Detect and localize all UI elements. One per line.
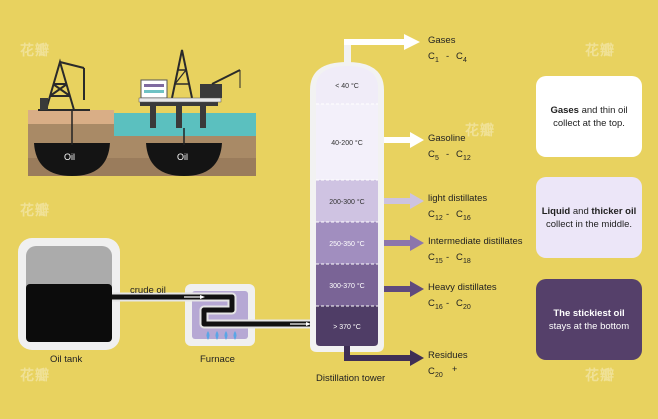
tower-sections: < 40 °C 40-200 °C 200-300 °C 250-350 °C 300-… — [316, 66, 378, 346]
tower-section — [316, 104, 378, 180]
oil-label-left: Oil — [64, 152, 75, 162]
info-middle-bold2: thicker oil — [591, 205, 637, 217]
product-name: Gases — [428, 35, 456, 46]
carbon-symbol: C — [428, 366, 435, 377]
offshore-rig-icon — [138, 49, 241, 128]
product-arrow — [344, 346, 424, 366]
flame-icon — [206, 331, 237, 340]
formula-dash: - — [446, 298, 449, 309]
watermark: 花瓣 — [585, 43, 615, 59]
tower-dividers — [316, 103, 378, 307]
product-name: Residues — [428, 350, 468, 361]
watermark: 花瓣 — [20, 368, 50, 384]
carbon-subscript-min: 16 — [435, 304, 443, 311]
product-name: light distillates — [428, 193, 487, 204]
tower-section-temperature: 40-200 °C — [331, 139, 363, 147]
carbon-symbol: C — [456, 149, 463, 160]
formula-plus: + — [452, 364, 457, 374]
sea-water — [114, 113, 256, 136]
info-bottom-line2: stays at the bottom — [548, 320, 630, 332]
product-name: Heavy distillates — [428, 282, 497, 293]
info-top-line1: Gases and thin oil — [550, 104, 627, 117]
formula-dash: - — [446, 51, 449, 62]
carbon-symbol: C — [456, 209, 463, 220]
tower-section — [316, 66, 378, 104]
info-bottom-bold: The stickiest oil — [553, 307, 625, 319]
carbon-symbol: C — [456, 252, 463, 263]
crude-oil-label: crude oil — [130, 285, 166, 296]
info-top-bold: Gases — [550, 104, 579, 116]
tower-section-temperature: 200-300 °C — [329, 198, 365, 206]
carbon-subscript-max: 4 — [463, 57, 467, 64]
formula-dash: - — [446, 252, 449, 263]
watermark: 花瓣 — [585, 368, 615, 384]
carbon-subscript-min: 15 — [435, 258, 443, 265]
carbon-symbol: C — [456, 298, 463, 309]
tower-section — [316, 306, 378, 346]
watermark: 花瓣 — [20, 43, 50, 59]
tower-section-temperature: < 40 °C — [335, 82, 359, 90]
tower-section-temperature: > 370 °C — [333, 323, 361, 331]
pump-motor-icon — [40, 98, 48, 110]
carbon-subscript-max: 12 — [463, 155, 471, 162]
tower-section-temperature: 300-370 °C — [329, 282, 365, 290]
carbon-subscript-min: 1 — [435, 57, 439, 64]
info-middle-line2: collect in the middle. — [545, 218, 633, 230]
info-box-middle: Liquid and thicker oil collect in the mi… — [536, 177, 642, 258]
formula-dash: - — [446, 149, 449, 160]
carbon-symbol: C — [428, 298, 435, 309]
product-name: Gasoline — [428, 133, 466, 144]
oil-tank — [18, 238, 120, 350]
product-arrow — [384, 235, 424, 251]
product-arrow — [384, 193, 424, 209]
carbon-subscript-min: 12 — [435, 215, 443, 222]
carbon-symbol: C — [456, 51, 463, 62]
carbon-symbol: C — [428, 149, 435, 160]
info-middle-bold1: Liquid — [541, 205, 571, 217]
info-middle-and: and — [570, 205, 592, 217]
oilfield-section: Oil Oil — [28, 49, 256, 176]
oil-pocket-right — [146, 143, 222, 176]
info-top-line2: collect at the top. — [553, 117, 625, 129]
info-box-bottom: The stickiest oil stays at the bottom — [536, 279, 642, 360]
product-arrow — [344, 34, 420, 50]
watermark: 花瓣 — [465, 123, 495, 139]
topsoil-layer — [28, 110, 114, 124]
formula-dash: - — [446, 209, 449, 220]
carbon-symbol: C — [428, 252, 435, 263]
tower-section — [316, 222, 378, 264]
carbon-subscript-max: 18 — [463, 258, 471, 265]
product-arrow — [384, 132, 424, 148]
tower-label: Distillation tower — [316, 373, 385, 384]
distillation-tower: < 40 °C 40-200 °C 200-300 °C 250-350 °C 300-… — [310, 40, 384, 352]
carbon-symbol: C — [428, 209, 435, 220]
product-arrow — [384, 281, 424, 297]
furnace-label: Furnace — [200, 354, 235, 365]
info-box-top: Gases and thin oil collect at the top. — [536, 76, 642, 157]
oil-tank-label: Oil tank — [50, 354, 82, 365]
watermark: 花瓣 — [20, 203, 50, 219]
carbon-subscript-min: 5 — [435, 155, 439, 162]
carbon-symbol: C — [428, 51, 435, 62]
carbon-subscript-max: 16 — [463, 215, 471, 222]
crude-oil-pipe — [112, 292, 318, 329]
oil-label-right: Oil — [177, 152, 188, 162]
tower-section — [316, 180, 378, 222]
tank-oil-level — [26, 284, 112, 342]
tower-section — [316, 264, 378, 306]
tower-section-temperature: 250-350 °C — [329, 240, 365, 248]
info-middle-line1: Liquid and thicker oil — [542, 205, 637, 218]
carbon-subscript-max: 20 — [463, 304, 471, 311]
tower-chimney — [344, 40, 351, 66]
product-name: Intermediate distillates — [428, 236, 523, 247]
carbon-subscript-min: 20 — [435, 372, 443, 379]
info-top-rest: and thin oil — [578, 104, 628, 116]
oil-pocket-left — [34, 143, 110, 176]
